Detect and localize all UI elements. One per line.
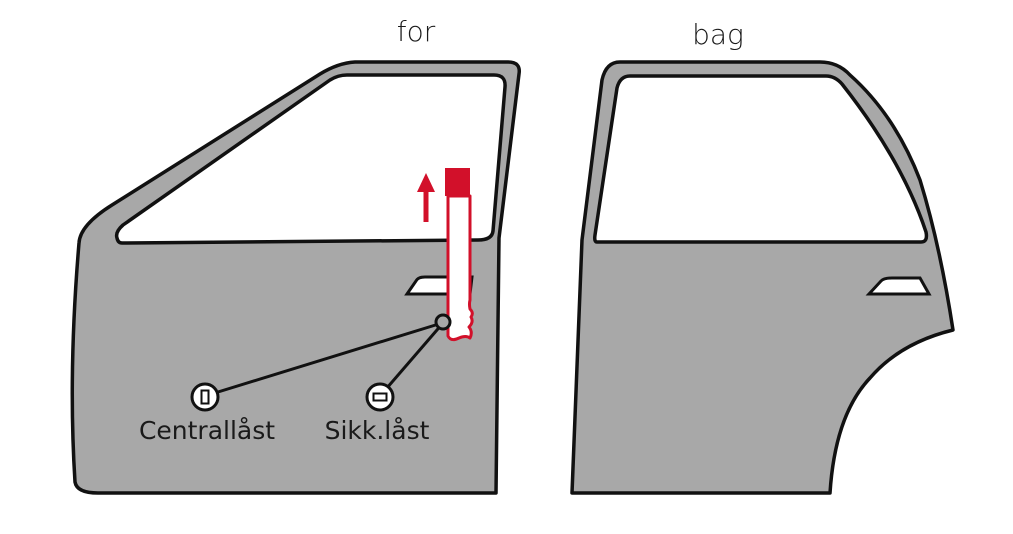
tool-blade (446, 194, 474, 342)
unlock-tool (417, 168, 474, 342)
rear-door-handle (865, 276, 932, 296)
rod-safety-lock (378, 322, 445, 397)
front-door-heading: for (397, 15, 436, 48)
tool-grip (446, 168, 470, 196)
front-door (70, 60, 522, 495)
rear-door-heading: bag (692, 18, 744, 51)
front-window (114, 73, 507, 245)
rod-central-lock (204, 321, 443, 398)
lock-pivot (434, 313, 452, 331)
rear-door (570, 60, 955, 495)
arrow-up-icon (417, 173, 435, 222)
central-lock-label: Centrallåst (139, 416, 275, 445)
safety-lock-label: Sikk.låst (325, 416, 430, 445)
rear-window (593, 74, 929, 244)
lock-vertical-slot-icon (190, 382, 220, 412)
lock-linkage (204, 313, 452, 398)
lock-horizontal-slot-icon (365, 382, 395, 412)
